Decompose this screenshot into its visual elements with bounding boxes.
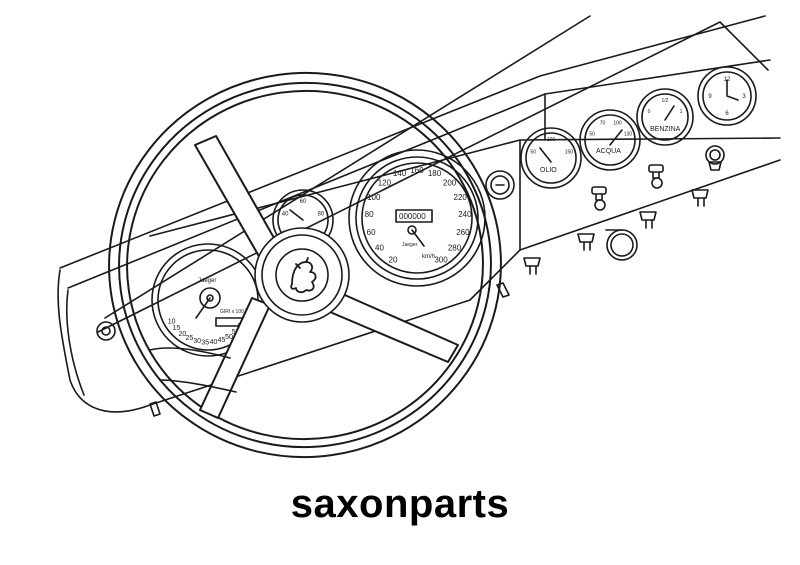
acqua-tick-label: 50 <box>589 131 595 137</box>
ignition-switch <box>485 170 515 200</box>
acqua-tick-label: 100 <box>613 120 622 126</box>
tach-unit: GIRI x 100 <box>220 309 244 315</box>
small_gauge-tick-label: 40 <box>282 212 289 218</box>
clock-tick-label: 6 <box>725 111 729 117</box>
tach-maker: Jaeger <box>198 278 216 284</box>
switch-lower-4 <box>691 189 709 207</box>
fuel-gauge-tick-labels: 0 1/2 1 <box>648 98 683 115</box>
speedo-tick-label: 80 <box>365 210 374 219</box>
speedo-tick-label: 100 <box>367 193 381 202</box>
speedo-unit: km/h <box>422 254 435 260</box>
tach-tick-label: 35 <box>201 339 209 346</box>
speedo-tick-label: 160 <box>410 166 424 175</box>
clock-tick-label: 12 <box>724 77 731 83</box>
oil-gauge-label: OLIO <box>540 167 557 174</box>
speedo-tick-label: 300 <box>434 255 448 264</box>
clock-tick-labels: 12 3 6 9 <box>708 77 746 117</box>
clock-tick-label: 3 <box>742 94 746 100</box>
benzina-tick-label: 1/2 <box>662 98 669 104</box>
column-shroud <box>149 347 237 393</box>
switch-upper-1 <box>591 186 607 211</box>
steering-hub <box>254 227 350 323</box>
steering-wheel <box>108 71 502 459</box>
speedo-tick-label: 180 <box>428 169 442 178</box>
tach-tick-label: 15 <box>173 325 181 332</box>
tach-tick-label: 10 <box>168 318 176 325</box>
switch-lower-1 <box>523 257 541 275</box>
switch-upper-2 <box>648 164 664 189</box>
speedo-tick-label: 200 <box>443 179 457 188</box>
tach-tick-label: 45 <box>218 337 226 344</box>
speedo-tick-label: 280 <box>448 244 462 253</box>
switch-lower-3 <box>639 211 657 229</box>
tach-tick-label: 25 <box>186 335 194 342</box>
speedo-tick-label: 60 <box>367 228 376 237</box>
oil-gauge-tick-labels: 50 100 150 <box>530 137 573 156</box>
tach-tick-label: 20 <box>179 331 187 338</box>
olio-tick-label: 150 <box>565 149 574 155</box>
speedo-brand: Jaeger <box>402 242 418 248</box>
small_gauge-tick-label: 80 <box>318 212 325 218</box>
speedo-odometer: 000000 <box>399 212 426 221</box>
acqua-tick-label: 70 <box>600 120 606 126</box>
speedo-tick-label: 20 <box>389 255 398 264</box>
switch-upper-3 <box>705 145 725 171</box>
watermark-caption: saxonparts <box>290 482 510 526</box>
benzina-tick-label: 1 <box>680 109 683 115</box>
tach-tick-label: 30 <box>193 338 201 345</box>
tach-tick-label: 50 <box>225 334 233 341</box>
fuel-gauge-label: BENZINA <box>650 126 681 133</box>
olio-tick-label: 100 <box>547 137 556 143</box>
clock <box>697 66 757 126</box>
water-gauge: ACQUA <box>579 109 641 171</box>
water-gauge-label: ACQUA <box>596 148 621 155</box>
olio-tick-label: 50 <box>530 149 536 155</box>
tach-tick-label: 40 <box>210 339 218 346</box>
switch-lower-2 <box>577 233 595 251</box>
oil-gauge: OLIO <box>520 127 582 189</box>
benzina-tick-label: 0 <box>648 109 651 115</box>
lighter-knob <box>605 229 638 261</box>
speedo-tick-label: 220 <box>454 193 468 202</box>
small-gauge-tick-labels: 40 60 80 <box>282 199 325 218</box>
speedo-tick-label: 40 <box>375 244 384 253</box>
acqua-tick-label: 130 <box>624 131 633 137</box>
speedo-tick-label: 260 <box>456 228 470 237</box>
clock-tick-label: 9 <box>708 94 712 100</box>
stalk-knob <box>496 282 510 298</box>
horse-emblem-icon <box>290 257 317 294</box>
speedo-tick-label: 240 <box>458 210 472 219</box>
speedo-tick-label: 140 <box>393 169 407 178</box>
small_gauge-tick-label: 60 <box>300 199 307 205</box>
left-knob <box>96 321 161 417</box>
fuel-gauge: BENZINA <box>636 88 694 146</box>
speedo-tick-label: 120 <box>378 179 392 188</box>
